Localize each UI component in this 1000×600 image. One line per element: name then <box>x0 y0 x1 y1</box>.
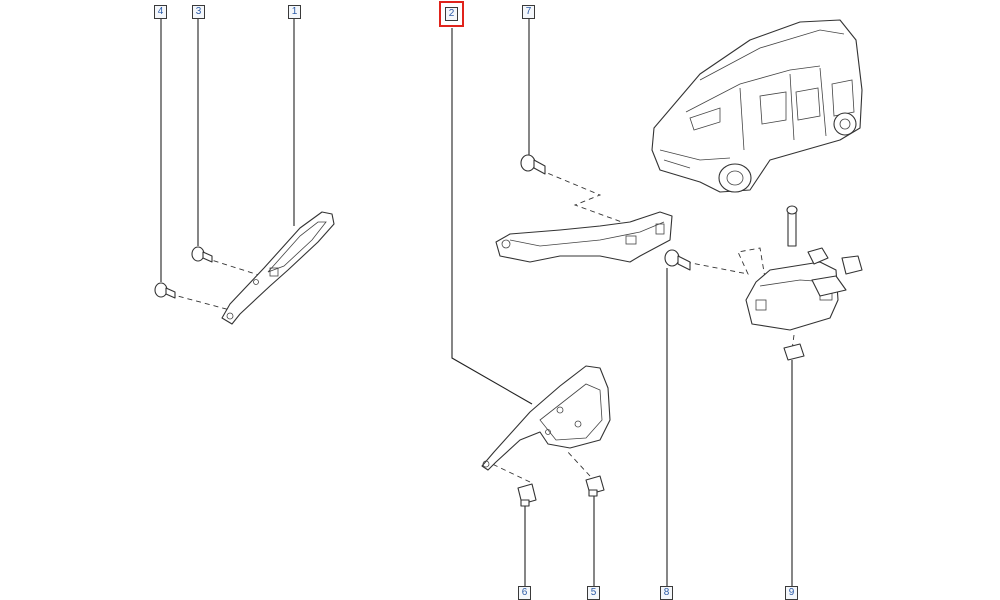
part-4-bolt <box>154 282 176 299</box>
part-8-bolt <box>664 249 691 271</box>
callout-5[interactable]: 5 <box>587 586 600 600</box>
callout-3[interactable]: 3 <box>192 5 205 19</box>
callout-6[interactable]: 6 <box>518 586 531 600</box>
assembly-line-6 <box>487 461 531 483</box>
part-3-bolt <box>191 246 213 263</box>
callout-7[interactable]: 7 <box>522 5 535 19</box>
hinge-assembly <box>745 205 863 331</box>
callout-1[interactable]: 1 <box>288 5 301 19</box>
assembly-line-4 <box>169 293 231 311</box>
part-5-bolt <box>585 475 605 497</box>
callout-2[interactable]: 2 <box>439 1 464 27</box>
part-6-bolt <box>517 483 537 507</box>
part-1-hinge-strap <box>221 211 335 325</box>
part-2-lower-hinge <box>481 365 611 471</box>
leader-line-2 <box>451 28 533 405</box>
callout-9[interactable]: 9 <box>785 586 798 600</box>
part-9-clip <box>783 343 805 361</box>
assembly-line-5 <box>565 449 591 477</box>
callout-8[interactable]: 8 <box>660 586 673 600</box>
assembly-line-7 <box>539 169 631 226</box>
callout-4[interactable]: 4 <box>154 5 167 19</box>
assembly-line-3 <box>204 257 263 277</box>
upper-hinge-bracket <box>495 211 673 263</box>
vehicle-locator-illustration <box>651 19 863 193</box>
part-7-bolt <box>520 154 546 175</box>
